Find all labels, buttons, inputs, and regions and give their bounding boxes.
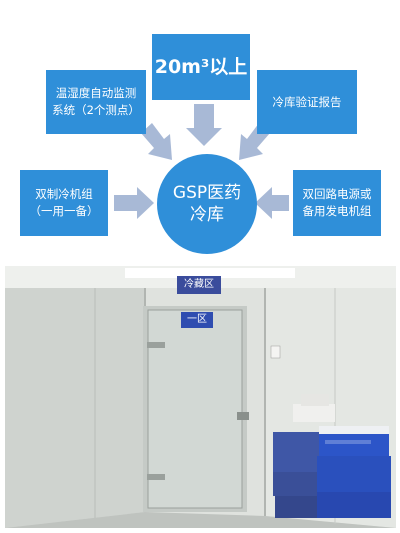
top-left-line1: 温湿度自动监测 — [55, 86, 137, 100]
arrow-right — [255, 187, 289, 219]
arrow-top-left — [141, 123, 172, 160]
left-line1: 双制冷机组 — [35, 187, 93, 201]
center-line2: 冷库 — [190, 205, 224, 225]
gsp-cold-storage-diagram: 20m³以上 温湿度自动监测 系统（2个测点） 冷库验证报告 双制冷机组 （一用… — [0, 0, 400, 262]
right-line2: 备用发电机组 — [302, 204, 372, 218]
right-box: 双回路电源或 备用发电机组 — [293, 170, 381, 236]
top-box: 20m³以上 — [152, 34, 250, 100]
arrow-top-down — [186, 104, 222, 146]
cold-room-scene — [5, 266, 396, 528]
top-left-box: 温湿度自动监测 系统（2个测点） — [46, 70, 146, 134]
arrow-left — [114, 187, 154, 219]
top-right-box: 冷库验证报告 — [257, 70, 357, 134]
left-line2: （一用一备） — [29, 204, 99, 218]
right-line1: 双回路电源或 — [302, 187, 372, 201]
top-box-label: 20m³以上 — [154, 55, 248, 78]
cold-storage-sign: 冷藏区 — [177, 276, 221, 294]
top-left-line2: 系统（2个测点） — [52, 103, 140, 117]
sign-top-label: 冷藏区 — [184, 279, 214, 290]
top-right-label: 冷库验证报告 — [272, 94, 342, 109]
center-line1: GSP医药 — [172, 183, 242, 203]
cold-room-photo: 冷藏区 一区 — [5, 266, 396, 528]
left-box: 双制冷机组 （一用一备） — [20, 170, 108, 236]
zone-sign: 一区 — [181, 312, 213, 328]
sign-door-label: 一区 — [187, 314, 207, 325]
center-circle: GSP医药 冷库 — [157, 154, 257, 254]
